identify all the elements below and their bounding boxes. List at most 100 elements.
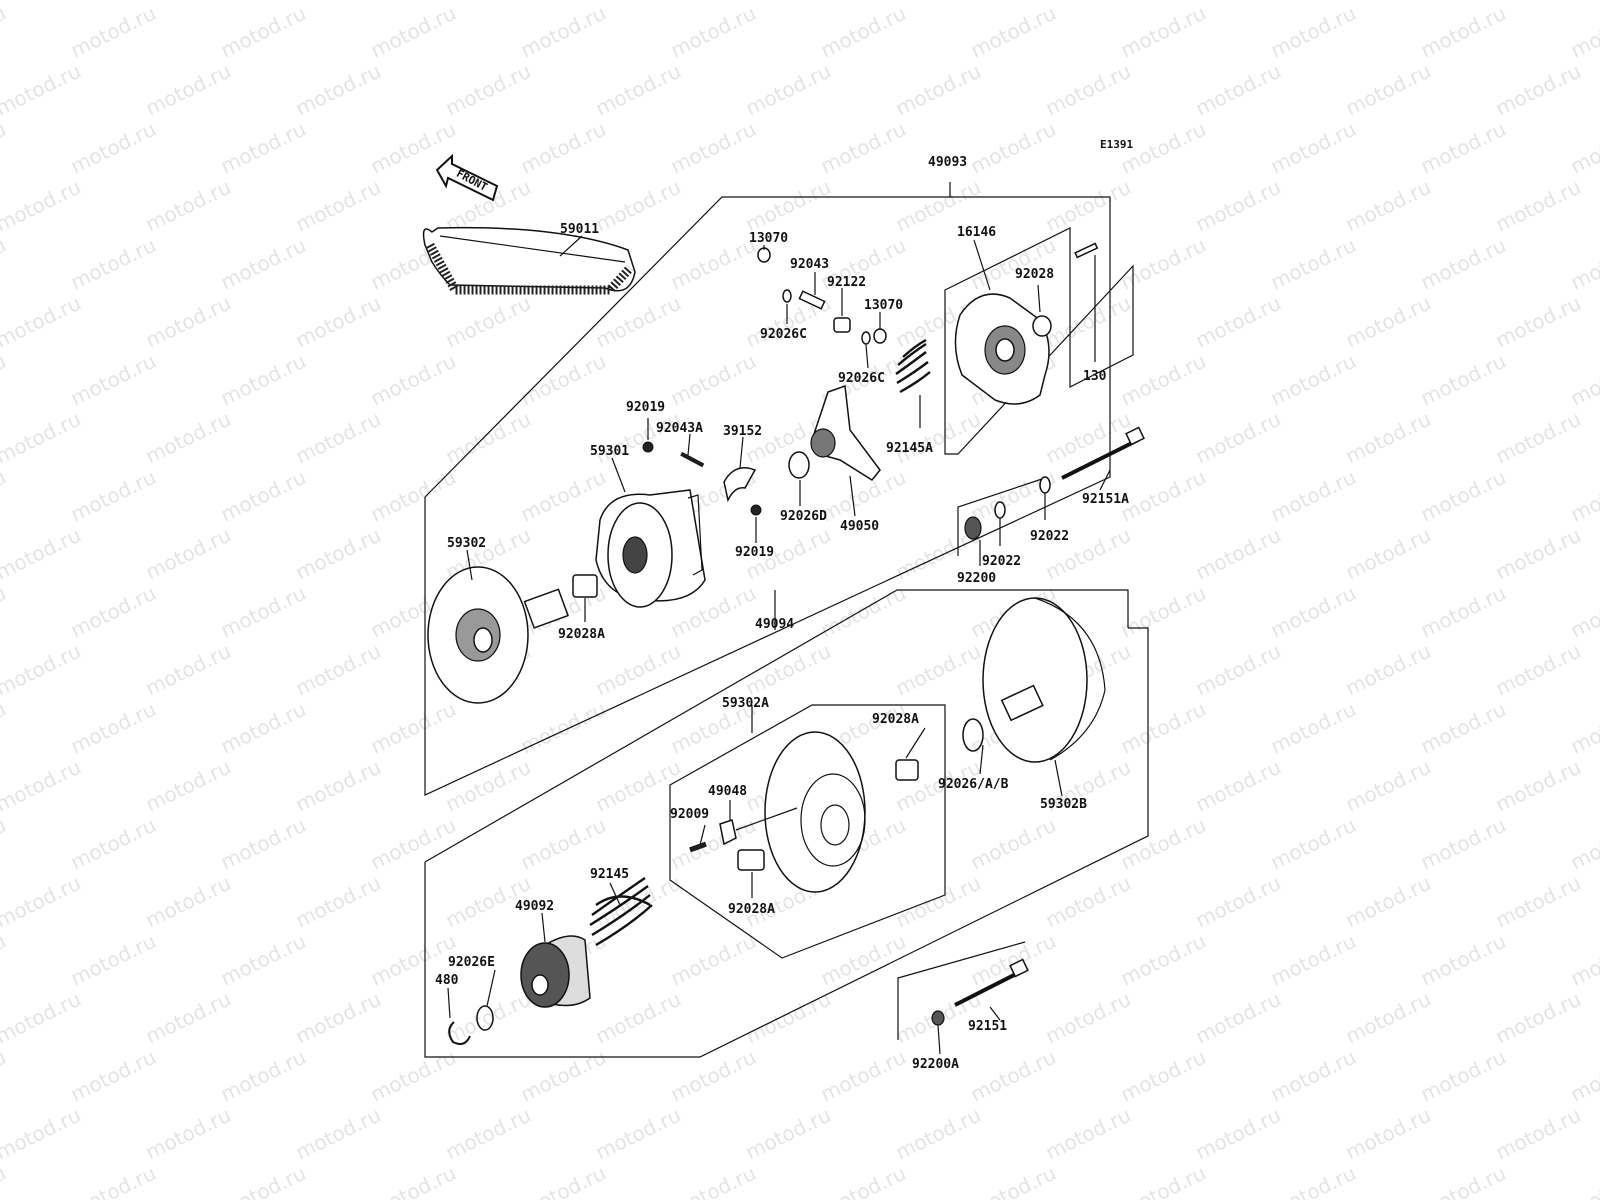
watermark-text: motod.ru	[0, 291, 85, 353]
watermark-text: motod.ru	[217, 813, 310, 875]
watermark-text: motod.ru	[1492, 0, 1585, 4]
watermark-text: motod.ru	[0, 0, 85, 4]
watermark-text: motod.ru	[142, 407, 235, 469]
watermark-text: motod.ru	[0, 117, 10, 179]
label-92019: 92019	[626, 400, 665, 415]
washer-92022-icon	[994, 501, 1006, 519]
watermark-text: motod.ru	[1042, 291, 1135, 353]
label-59301: 59301	[590, 444, 629, 459]
watermark-text: motod.ru	[0, 1045, 10, 1107]
watermark-text: motod.ru	[1117, 233, 1210, 295]
watermark-text: motod.ru	[292, 291, 385, 353]
watermark-text: motod.ru	[1342, 291, 1435, 353]
watermark-text: motod.ru	[0, 233, 10, 295]
watermark-text: motod.ru	[0, 697, 10, 759]
watermark-text: motod.ru	[292, 175, 385, 237]
spring-92145-icon	[589, 877, 653, 947]
watermark-text: motod.ru	[967, 929, 1060, 991]
watermark-text: motod.ru	[1417, 349, 1510, 411]
label-92026c: 92026C	[760, 327, 807, 342]
label-59302b: 59302B	[1040, 797, 1087, 812]
watermark-text: motod.ru	[1117, 581, 1210, 643]
watermark-text: motod.ru	[0, 929, 10, 991]
watermark-text: motod.ru	[142, 639, 235, 701]
watermark-text: motod.ru	[1567, 697, 1600, 759]
watermark-text: motod.ru	[142, 291, 235, 353]
label-92019-b: 92019	[735, 545, 774, 560]
watermark-text: motod.ru	[142, 755, 235, 817]
watermark-text: motod.ru	[1417, 929, 1510, 991]
watermark-text: motod.ru	[367, 1161, 460, 1200]
cam-49092-icon	[520, 935, 591, 1008]
label-92151: 92151	[968, 1019, 1007, 1034]
watermark-text: motod.ru	[1342, 755, 1435, 817]
watermark-text: motod.ru	[0, 639, 85, 701]
watermark-text: motod.ru	[0, 987, 85, 1049]
watermark-text: motod.ru	[667, 117, 760, 179]
cam-49050-icon	[788, 384, 881, 481]
bushing-92028a-c-icon	[737, 849, 765, 871]
watermark-text: motod.ru	[442, 0, 535, 4]
label-49094: 49094	[755, 617, 794, 632]
watermark-text: motod.ru	[217, 1, 310, 63]
washer-92026c-b-icon	[861, 331, 871, 345]
watermark-text: motod.ru	[67, 1045, 160, 1107]
watermark-text: motod.ru	[67, 233, 160, 295]
label-92200: 92200	[957, 571, 996, 586]
label-92145: 92145	[590, 867, 629, 882]
watermark-text: motod.ru	[67, 1161, 160, 1200]
watermark-text: motod.ru	[1567, 1045, 1600, 1107]
watermark-text: motod.ru	[142, 59, 235, 121]
watermark-text: motod.ru	[1567, 349, 1600, 411]
watermark-text: motod.ru	[1267, 1, 1360, 63]
watermark-text: motod.ru	[517, 813, 610, 875]
watermark-text: motod.ru	[1117, 465, 1210, 527]
watermark-text: motod.ru	[1342, 175, 1435, 237]
watermark-text: motod.ru	[367, 1, 460, 63]
watermark-text: motod.ru	[1417, 1161, 1510, 1200]
watermark-text: motod.ru	[517, 1, 610, 63]
nut-92200-icon	[964, 516, 982, 540]
spring-92145a-icon	[895, 338, 931, 394]
label-92026c-b: 92026C	[838, 371, 885, 386]
watermark-text: motod.ru	[1342, 523, 1435, 585]
part-labels: 59011 49093 13070 92043 92122 13070 9202…	[435, 155, 1129, 1072]
watermark-text: motod.ru	[1267, 1161, 1360, 1200]
watermark-text: motod.ru	[292, 59, 385, 121]
watermark-text: motod.ru	[592, 407, 685, 469]
watermark-text: motod.ru	[67, 465, 160, 527]
watermark-text: motod.ru	[517, 697, 610, 759]
watermark-text: motod.ru	[67, 697, 160, 759]
watermark-text: motod.ru	[217, 233, 310, 295]
watermark-text: motod.ru	[967, 1161, 1060, 1200]
watermark-text: motod.ru	[292, 0, 385, 4]
watermark-text: motod.ru	[67, 581, 160, 643]
washer-92026c-icon	[782, 289, 792, 303]
watermark-text: motod.ru	[217, 581, 310, 643]
watermark-text: motod.ru	[1342, 59, 1435, 121]
watermark-text: motod.ru	[367, 1045, 460, 1107]
watermark-text: motod.ru	[0, 755, 85, 817]
watermark-text: motod.ru	[817, 1045, 910, 1107]
frame-49093	[424, 182, 1111, 796]
label-92022: 92022	[1030, 529, 1069, 544]
watermark-text: motod.ru	[817, 581, 910, 643]
watermark-text: motod.ru	[442, 987, 535, 1049]
watermark-text: motod.ru	[1417, 117, 1510, 179]
cap-13070-b-icon	[873, 328, 887, 344]
watermark-text: motod.ru	[0, 871, 85, 933]
watermark-text: motod.ru	[1117, 813, 1210, 875]
watermark-text: motod.ru	[1267, 929, 1360, 991]
watermark-text: motod.ru	[967, 813, 1060, 875]
watermark-text: motod.ru	[1492, 871, 1585, 933]
watermark-text: motod.ru	[1417, 581, 1510, 643]
label-39152: 39152	[723, 424, 762, 439]
slider-49048-icon	[719, 819, 737, 846]
watermark-text: motod.ru	[142, 871, 235, 933]
watermark-text: motod.ru	[442, 291, 535, 353]
label-92028a-c: 92028A	[728, 902, 775, 917]
watermark-text: motod.ru	[817, 117, 910, 179]
watermark-text: motod.ru	[1567, 117, 1600, 179]
watermark-text: motod.ru	[967, 465, 1060, 527]
